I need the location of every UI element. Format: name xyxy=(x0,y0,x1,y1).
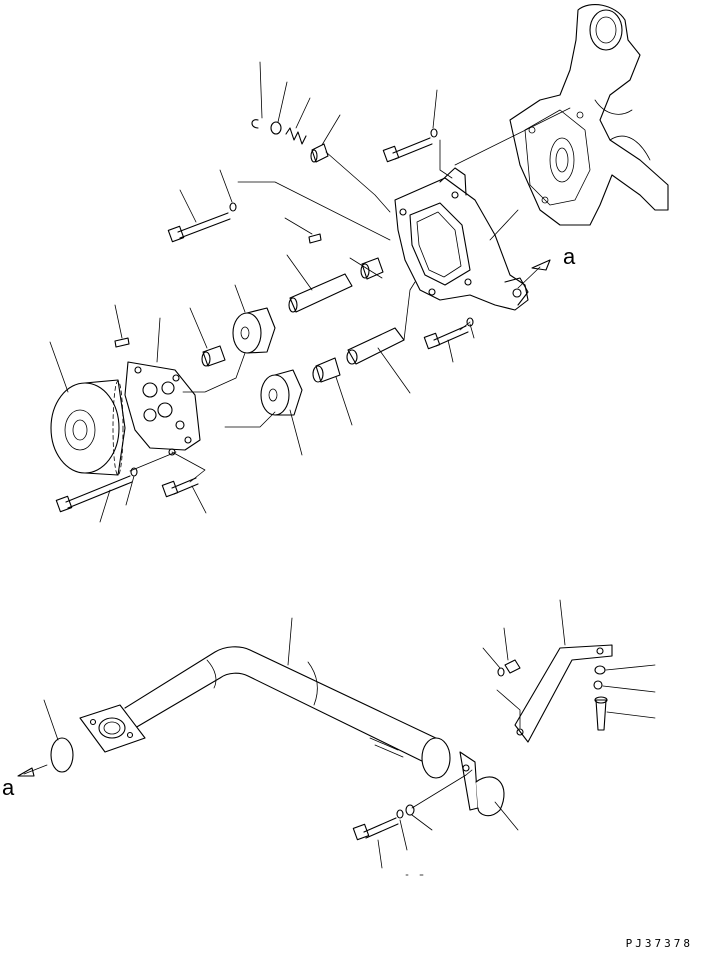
pump-body xyxy=(394,167,529,311)
pins xyxy=(114,233,322,348)
pump-cover xyxy=(124,361,201,456)
suction-tube-assembly xyxy=(17,599,656,876)
view-marker-bottom: a xyxy=(2,775,15,800)
engine-block xyxy=(509,4,669,226)
leader-lines-bottom xyxy=(17,599,656,876)
relief-valve-parts xyxy=(251,119,307,145)
oil-pump-assembly xyxy=(49,4,669,523)
shafts xyxy=(288,273,405,365)
pump-gear-lower xyxy=(260,369,303,416)
view-marker-top: a xyxy=(563,244,576,269)
leader-lines-top xyxy=(49,61,571,523)
strainer-fasteners xyxy=(352,804,415,841)
strainer-bracket xyxy=(459,751,505,817)
bushings xyxy=(201,143,384,383)
drawing-id: PJ37378 xyxy=(625,937,693,950)
pipe-flange xyxy=(79,704,146,753)
stay-fasteners xyxy=(497,659,608,731)
support-stay xyxy=(514,644,613,743)
suction-pipe xyxy=(124,646,451,779)
gasket xyxy=(50,737,74,773)
drive-gear xyxy=(50,379,126,476)
pump-gear-upper xyxy=(232,307,276,354)
bolts-top xyxy=(55,128,474,513)
